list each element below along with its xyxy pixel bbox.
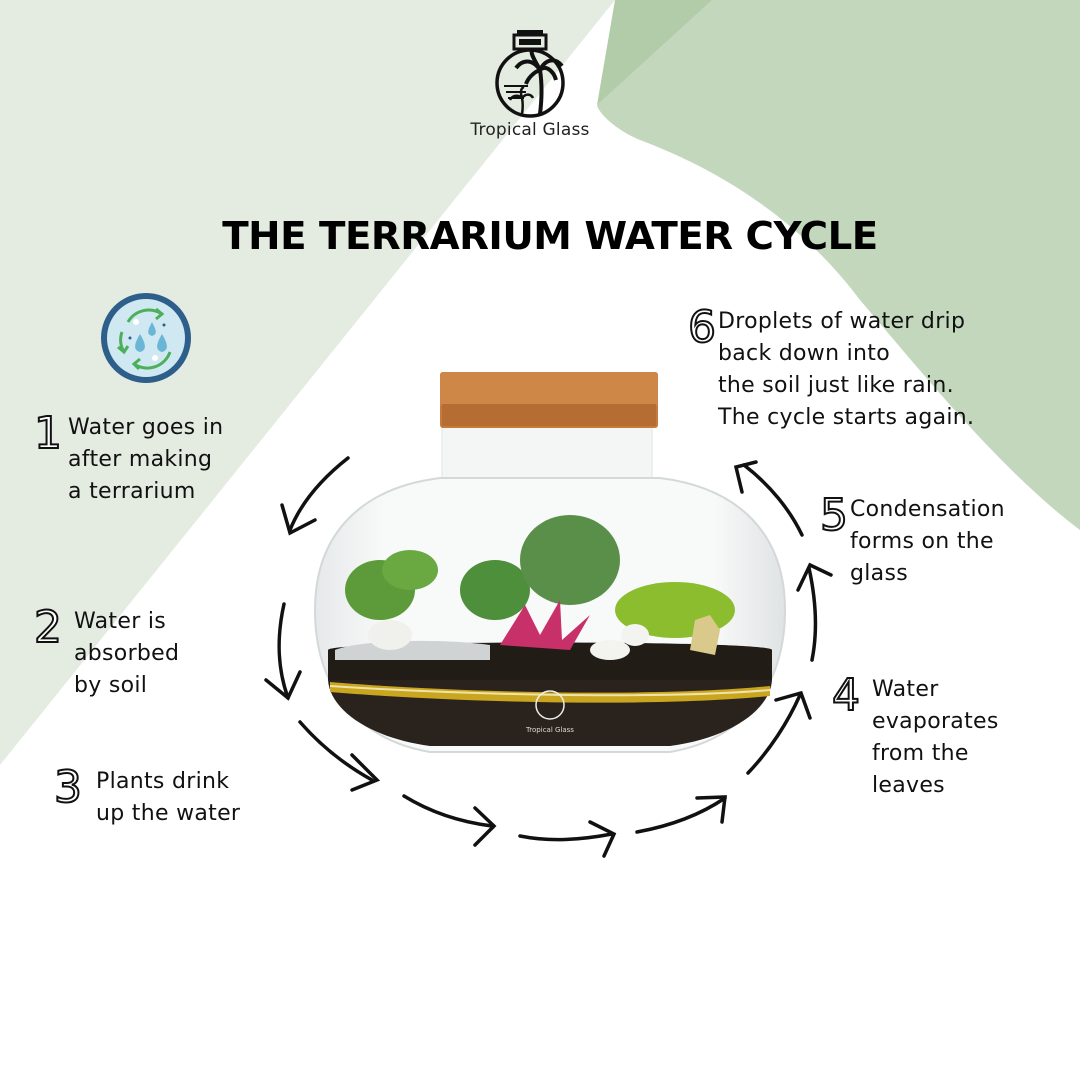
step-number: 3 (53, 762, 83, 813)
terrarium-jar-image: Tropical Glass (313, 372, 787, 753)
step-6: 6 Droplets of water drip back down into … (687, 302, 975, 434)
right-green-shape (597, 0, 1080, 530)
step-number: 1 (33, 408, 63, 459)
step-1: 1 Water goes in after making a terrarium (33, 408, 224, 508)
step-4: 4 Water evaporates from the leaves (831, 670, 999, 802)
step-number: 6 (687, 302, 717, 353)
step-text: Plants drink up the water (96, 769, 241, 826)
step-text: Condensation forms on the glass (850, 497, 1005, 586)
step-text: Water goes in after making a terrarium (68, 415, 224, 504)
step-3: 3 Plants drink up the water (53, 762, 241, 830)
step-text: Water is absorbed by soil (74, 609, 180, 698)
step-text: Droplets of water drip back down into th… (718, 309, 975, 430)
brand-logo: Tropical Glass (440, 28, 620, 140)
left-green-triangle (0, 0, 615, 765)
step-text: Water evaporates from the leaves (872, 677, 999, 798)
brand-name: Tropical Glass (470, 120, 590, 140)
step-number: 4 (831, 670, 861, 721)
water-cycle-icon (101, 293, 191, 383)
overlap-wedge (597, 0, 712, 105)
step-2: 2 Water is absorbed by soil (33, 602, 180, 702)
jar-label: Tropical Glass (525, 726, 574, 734)
step-number: 5 (819, 490, 849, 541)
step-number: 2 (33, 602, 63, 653)
page-title: THE TERRARIUM WATER CYCLE (222, 214, 878, 258)
step-5: 5 Condensation forms on the glass (819, 490, 1005, 590)
palm-jar-logo-icon (495, 30, 565, 118)
